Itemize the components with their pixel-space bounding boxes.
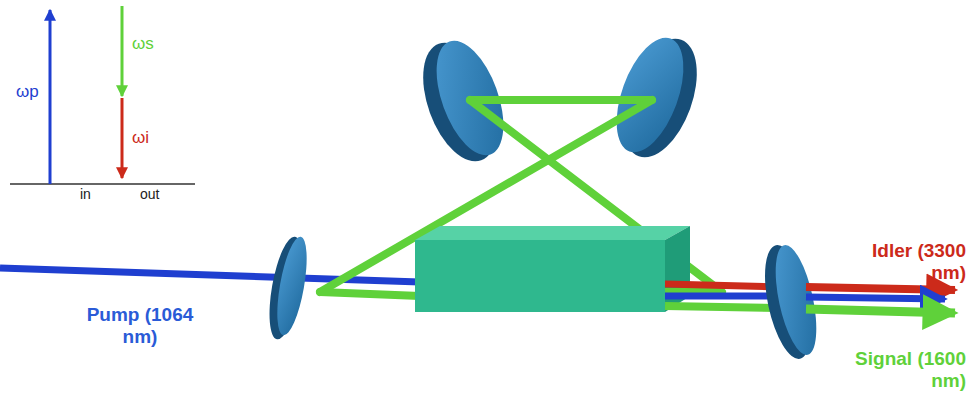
axis-label: in (80, 186, 110, 202)
output-arrows (806, 287, 955, 313)
output-beams (665, 284, 780, 308)
frequency-label: ωp (16, 82, 56, 102)
beam-label: Idler (3300 nm) (848, 240, 966, 284)
input-mirror (263, 234, 312, 341)
axis-label: out (140, 186, 180, 202)
frequency-label: ωi (132, 128, 172, 148)
nonlinear-crystal (415, 226, 690, 312)
energy-diagram (10, 6, 195, 184)
beam-label: Signal (1600 nm) (848, 348, 966, 392)
beam-label: Pump (1064 nm) (85, 304, 195, 348)
output-mirror (756, 241, 824, 363)
frequency-label: ωs (132, 34, 172, 54)
